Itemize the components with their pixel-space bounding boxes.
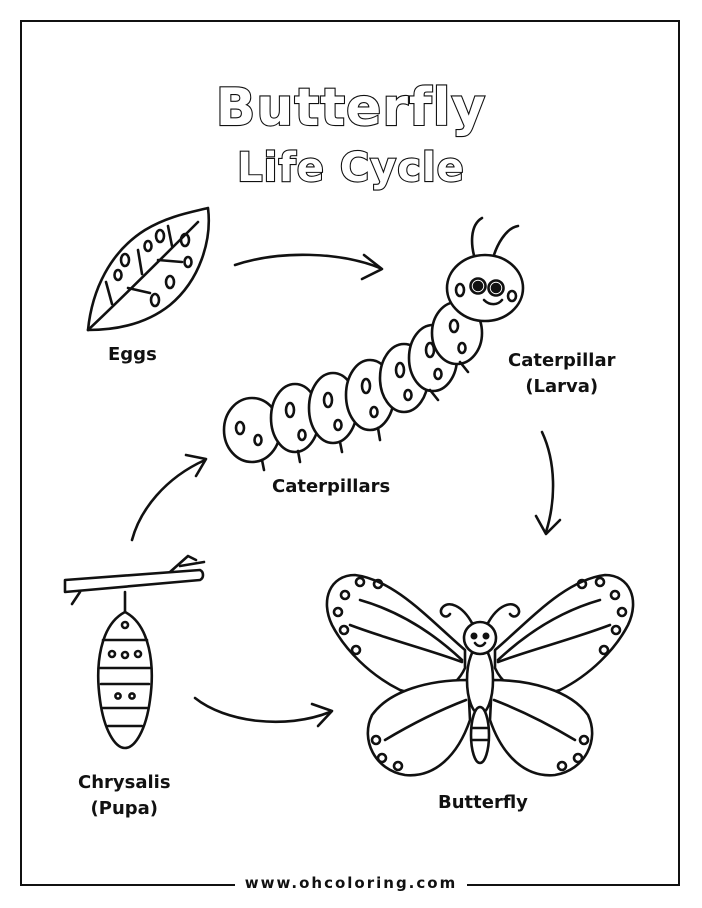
chrysalis-icon [63, 554, 206, 750]
label-butterfly-text: Butterfly [438, 792, 528, 813]
label-chrysalis-line2: (Pupa) [90, 798, 159, 819]
label-butterfly: Butterfly [438, 790, 528, 816]
arrow-chrysalis-to-butterfly [193, 696, 334, 728]
butterfly-icon [325, 573, 635, 777]
arrow-chrysalis-to-caterpillars [130, 453, 208, 542]
label-caterpillars: Caterpillars [272, 474, 390, 500]
label-chrysalis-line1: Chrysalis [78, 772, 171, 793]
arrow-larva-to-butterfly [534, 430, 562, 536]
leaf-with-eggs-icon [86, 206, 210, 332]
label-caterpillars-text: Caterpillars [272, 476, 391, 497]
footer-website-text: www.ohcoloring.com [234, 874, 468, 892]
label-eggs: Eggs [108, 342, 157, 368]
label-caterpillar-larva: Caterpillar (Larva) [508, 348, 615, 400]
title-line-1: Butterfly [215, 77, 487, 139]
caterpillar-icon [222, 216, 525, 472]
arrow-eggs-to-larva [233, 253, 384, 281]
label-chrysalis-pupa: Chrysalis (Pupa) [78, 770, 171, 822]
title-line-2: Life Cycle [236, 144, 465, 192]
label-eggs-text: Eggs [108, 344, 157, 365]
label-caterpillar-line2: (Larva) [525, 376, 599, 397]
label-caterpillar-line1: Caterpillar [508, 350, 616, 371]
footer-website: www.ohcoloring.com [0, 874, 702, 892]
